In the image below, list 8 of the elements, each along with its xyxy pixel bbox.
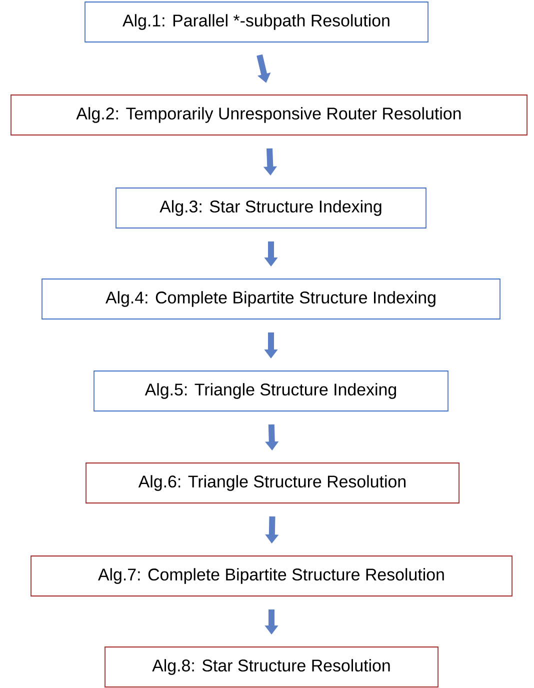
process-box: Alg.6: Triangle Structure Resolution bbox=[86, 462, 460, 504]
process-box: Alg.1: Parallel *-subpath Resolution bbox=[84, 2, 428, 42]
process-box: Alg.7: Complete Bipartite Structure Resolution bbox=[30, 556, 512, 596]
process-box: Alg.3: Star Structure Indexing bbox=[116, 188, 426, 228]
process-box: Alg.2: Temporarily Unresponsive Router Resolution bbox=[10, 94, 528, 136]
process-box: Alg.8: Star Structure Resolution bbox=[104, 646, 438, 688]
process-box: Alg.4: Complete Bipartite Structure Indexing bbox=[42, 278, 500, 320]
process-box: Alg.5: Triangle Structure Indexing bbox=[94, 370, 448, 412]
